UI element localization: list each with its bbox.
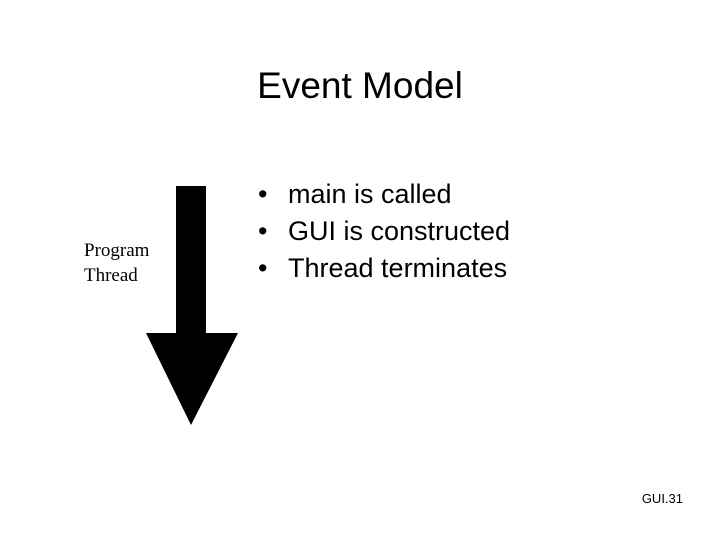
bullet-marker-icon: • [258, 253, 268, 283]
list-item: • GUI is constructed [258, 213, 688, 250]
bullet-list: • main is called • GUI is constructed • … [258, 176, 688, 287]
slide-footer-reference: GUI.31 [641, 491, 683, 506]
list-item-text: main is called [288, 179, 452, 209]
bullet-marker-icon: • [258, 216, 268, 246]
down-arrow-icon [146, 186, 238, 425]
list-item-text: GUI is constructed [288, 216, 511, 246]
program-thread-label-line1: Program [84, 240, 150, 261]
down-arrow-graphic [140, 180, 250, 435]
list-item: • Thread terminates [258, 250, 688, 287]
program-thread-label-line2: Thread [84, 265, 138, 286]
page-title: Event Model [257, 65, 463, 106]
program-thread-label: Program Thread [84, 238, 149, 288]
list-item-text: Thread terminates [288, 253, 508, 283]
bullet-marker-icon: • [258, 179, 268, 209]
list-item: • main is called [258, 176, 688, 213]
